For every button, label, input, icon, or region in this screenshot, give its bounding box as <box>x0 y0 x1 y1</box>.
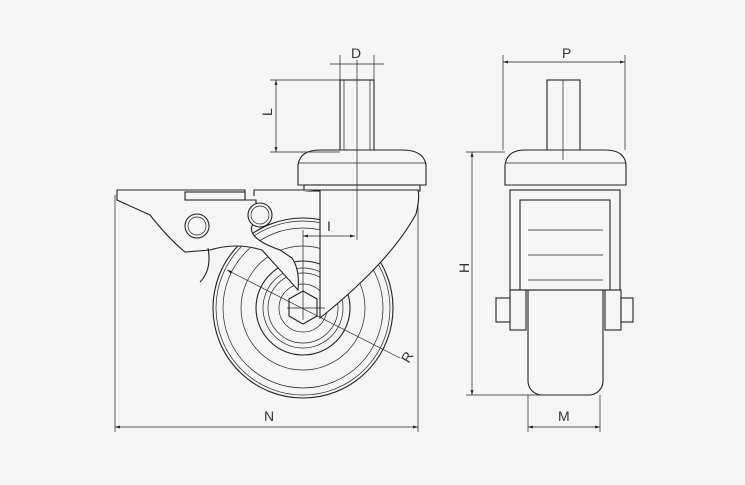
dim-label-I: I <box>327 218 331 234</box>
dim-label-R: R <box>398 349 417 366</box>
front-view <box>466 55 634 432</box>
fork-side <box>253 189 420 320</box>
top-plate-side <box>297 149 427 186</box>
side-view <box>114 55 427 432</box>
axle-nut-right <box>620 297 634 323</box>
dim-label-H: H <box>456 263 472 273</box>
dim-label-M: M <box>558 408 570 424</box>
dim-label-N: N <box>264 408 274 424</box>
stem-front <box>546 79 581 153</box>
brake-lever <box>116 189 299 292</box>
dim-label-D: D <box>351 45 361 61</box>
dim-label-P: P <box>562 45 571 61</box>
top-plate-front <box>504 149 627 186</box>
axle-nut-left <box>495 297 511 323</box>
dim-label-L: L <box>259 108 275 116</box>
